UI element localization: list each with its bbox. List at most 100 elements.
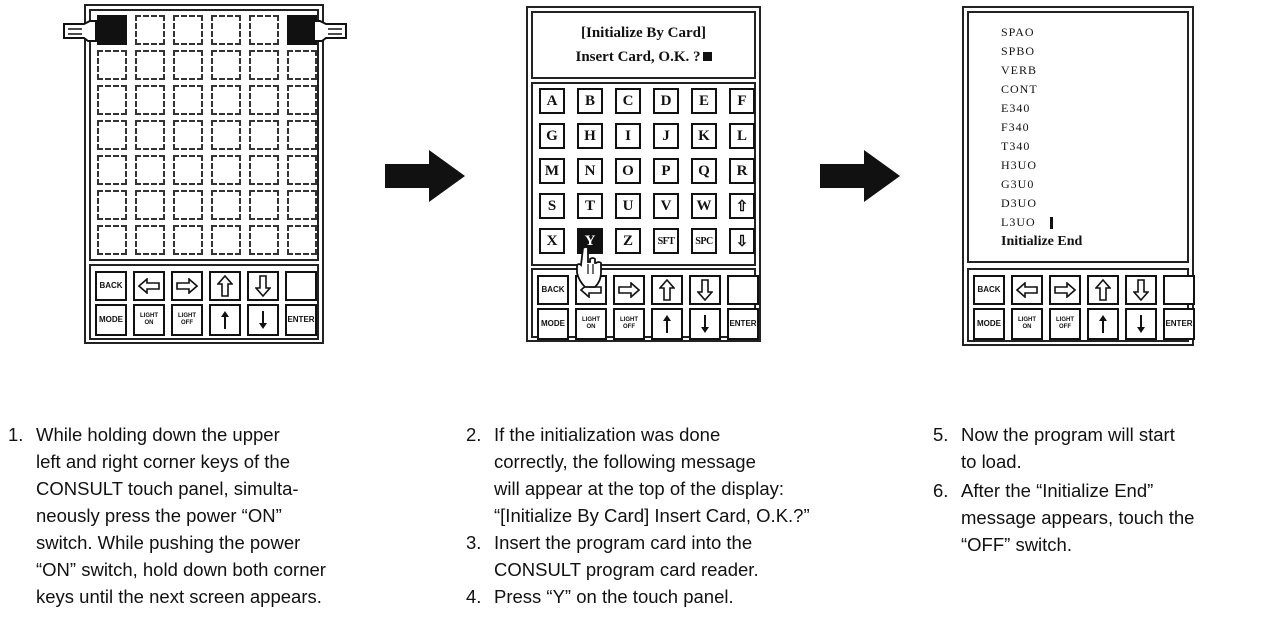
key-v[interactable]: V xyxy=(653,193,679,219)
key-shift-up[interactable]: ⇧ xyxy=(729,193,755,219)
grid-touch-key[interactable] xyxy=(97,225,127,255)
enter-button[interactable]: ENTER xyxy=(1163,308,1195,340)
grid-touch-key[interactable] xyxy=(97,15,127,45)
grid-touch-key[interactable] xyxy=(211,155,241,185)
down-arrow-button[interactable] xyxy=(247,271,279,301)
key-q[interactable]: Q xyxy=(691,158,717,184)
up-button[interactable] xyxy=(651,308,683,340)
key-m[interactable]: M xyxy=(539,158,565,184)
grid-touch-key[interactable] xyxy=(249,120,279,150)
grid-touch-key[interactable] xyxy=(97,155,127,185)
key-u[interactable]: U xyxy=(615,193,641,219)
up-arrow-button[interactable] xyxy=(209,271,241,301)
grid-touch-key[interactable] xyxy=(135,85,165,115)
down-arrow-button[interactable] xyxy=(689,275,721,305)
key-o[interactable]: O xyxy=(615,158,641,184)
back-button[interactable]: BACK xyxy=(537,275,569,305)
grid-touch-key[interactable] xyxy=(211,190,241,220)
key-sft[interactable]: SFT xyxy=(653,228,679,254)
light-on-button[interactable]: LIGHT ON xyxy=(1011,308,1043,340)
grid-touch-key[interactable] xyxy=(249,225,279,255)
grid-touch-key[interactable] xyxy=(173,225,203,255)
grid-touch-key[interactable] xyxy=(97,50,127,80)
grid-touch-key[interactable] xyxy=(211,85,241,115)
key-r[interactable]: R xyxy=(729,158,755,184)
light-off-button[interactable]: LIGHT OFF xyxy=(171,304,203,336)
down-arrow-button[interactable] xyxy=(1125,275,1157,305)
mode-button[interactable]: MODE xyxy=(95,304,127,336)
grid-touch-key[interactable] xyxy=(97,120,127,150)
grid-touch-key[interactable] xyxy=(249,190,279,220)
key-j[interactable]: J xyxy=(653,123,679,149)
blank-button[interactable] xyxy=(1163,275,1195,305)
grid-touch-key[interactable] xyxy=(173,15,203,45)
key-z[interactable]: Z xyxy=(615,228,641,254)
grid-touch-key[interactable] xyxy=(135,190,165,220)
grid-touch-key[interactable] xyxy=(211,15,241,45)
key-t[interactable]: T xyxy=(577,193,603,219)
enter-button[interactable]: ENTER xyxy=(285,304,317,336)
key-h[interactable]: H xyxy=(577,123,603,149)
up-button[interactable] xyxy=(209,304,241,336)
key-g[interactable]: G xyxy=(539,123,565,149)
grid-touch-key[interactable] xyxy=(97,85,127,115)
key-k[interactable]: K xyxy=(691,123,717,149)
back-button[interactable]: BACK xyxy=(973,275,1005,305)
down-button[interactable] xyxy=(1125,308,1157,340)
grid-touch-key[interactable] xyxy=(135,155,165,185)
light-off-button[interactable]: LIGHT OFF xyxy=(613,308,645,340)
blank-button[interactable] xyxy=(285,271,317,301)
grid-touch-key[interactable] xyxy=(173,155,203,185)
key-n[interactable]: N xyxy=(577,158,603,184)
light-on-button[interactable]: LIGHT ON xyxy=(575,308,607,340)
mode-button[interactable]: MODE xyxy=(537,308,569,340)
back-button[interactable]: BACK xyxy=(95,271,127,301)
light-off-button[interactable]: LIGHT OFF xyxy=(1049,308,1081,340)
key-f[interactable]: F xyxy=(729,88,755,114)
grid-touch-key[interactable] xyxy=(287,15,317,45)
right-arrow-button[interactable] xyxy=(171,271,203,301)
grid-touch-key[interactable] xyxy=(135,225,165,255)
light-on-button[interactable]: LIGHT ON xyxy=(133,304,165,336)
up-button[interactable] xyxy=(1087,308,1119,340)
right-arrow-button[interactable] xyxy=(613,275,645,305)
grid-touch-key[interactable] xyxy=(211,120,241,150)
enter-button[interactable]: ENTER xyxy=(727,308,759,340)
key-l[interactable]: L xyxy=(729,123,755,149)
key-spc[interactable]: SPC xyxy=(691,228,717,254)
grid-touch-key[interactable] xyxy=(287,190,317,220)
grid-touch-key[interactable] xyxy=(173,190,203,220)
key-a[interactable]: A xyxy=(539,88,565,114)
key-i[interactable]: I xyxy=(615,123,641,149)
key-e[interactable]: E xyxy=(691,88,717,114)
left-arrow-button[interactable] xyxy=(133,271,165,301)
right-arrow-button[interactable] xyxy=(1049,275,1081,305)
key-x[interactable]: X xyxy=(539,228,565,254)
key-p[interactable]: P xyxy=(653,158,679,184)
key-y[interactable]: Y xyxy=(577,228,603,254)
grid-touch-key[interactable] xyxy=(249,15,279,45)
blank-button[interactable] xyxy=(727,275,759,305)
key-s[interactable]: S xyxy=(539,193,565,219)
grid-touch-key[interactable] xyxy=(173,50,203,80)
up-arrow-button[interactable] xyxy=(1087,275,1119,305)
mode-button[interactable]: MODE xyxy=(973,308,1005,340)
grid-touch-key[interactable] xyxy=(211,225,241,255)
grid-touch-key[interactable] xyxy=(249,155,279,185)
grid-touch-key[interactable] xyxy=(135,15,165,45)
up-arrow-button[interactable] xyxy=(651,275,683,305)
grid-touch-key[interactable] xyxy=(211,50,241,80)
grid-touch-key[interactable] xyxy=(287,120,317,150)
left-arrow-button[interactable] xyxy=(1011,275,1043,305)
key-w[interactable]: W xyxy=(691,193,717,219)
grid-touch-key[interactable] xyxy=(287,85,317,115)
grid-touch-key[interactable] xyxy=(135,50,165,80)
grid-touch-key[interactable] xyxy=(287,225,317,255)
down-button[interactable] xyxy=(247,304,279,336)
grid-touch-key[interactable] xyxy=(173,120,203,150)
grid-touch-key[interactable] xyxy=(135,120,165,150)
grid-touch-key[interactable] xyxy=(287,155,317,185)
grid-touch-key[interactable] xyxy=(173,85,203,115)
grid-touch-key[interactable] xyxy=(287,50,317,80)
key-d[interactable]: D xyxy=(653,88,679,114)
